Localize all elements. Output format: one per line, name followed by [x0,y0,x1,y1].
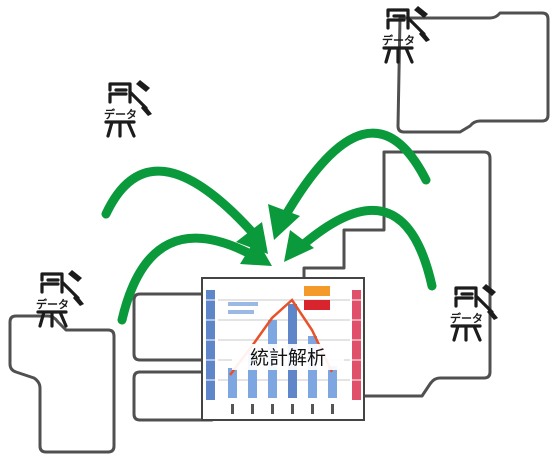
box-top-right [396,11,550,134]
data-source-top-right: データ [382,4,432,64]
data-source-label: データ [104,107,137,121]
data-source-label: データ [450,311,483,325]
data-source-lower-left: データ [36,268,86,328]
data-source-upper-left: データ [104,78,154,138]
arrow-from-lower-left [117,233,259,325]
flow-arrows [101,128,437,325]
data-source-label: データ [382,33,415,47]
arrow-from-upper-left [101,166,257,237]
arrow-from-right [299,205,437,291]
central-node-label: 統計解析 [250,347,326,369]
arrowhead-from-lower-left [240,238,272,266]
box-left-lower [132,370,214,422]
arrowhead-from-right [284,230,314,262]
statistics-chart-icon [201,277,365,421]
box-left-upper [132,292,208,362]
data-source-right: データ [450,282,500,342]
box-far-left [8,314,116,454]
data-source-label: データ [36,297,69,311]
arrowhead-from-top-right [268,204,300,240]
arrow-from-top-right [279,128,431,223]
